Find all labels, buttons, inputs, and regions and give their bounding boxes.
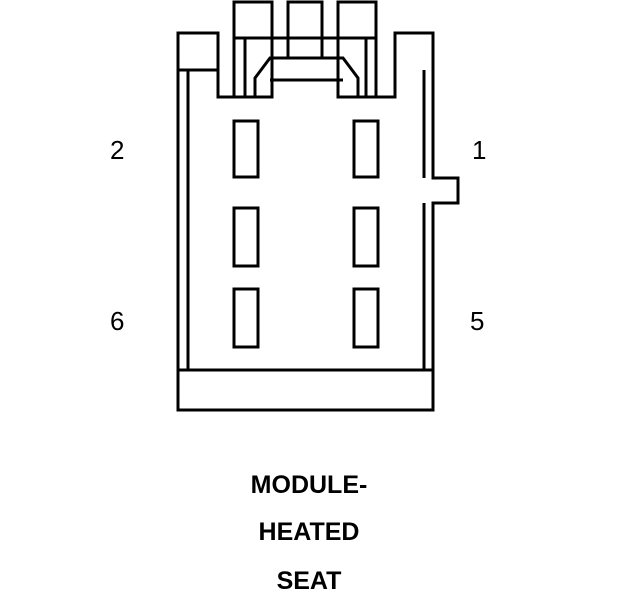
latch-tab-center: [286, 0, 324, 60]
latch-tab-left: [232, 0, 274, 99]
pin-label-2: 2: [110, 135, 124, 165]
pin-cavity-6: [232, 287, 260, 349]
caption-line-2: HEATED: [259, 518, 360, 546]
pin-cavity-middle-right: [352, 206, 380, 268]
pin-label-5: 5: [470, 306, 484, 336]
caption-line-1: MODULE-: [251, 471, 368, 499]
pin-cavity-1: [352, 119, 380, 179]
pin-label-6: 6: [110, 306, 124, 336]
pin-cavity-middle-left: [232, 206, 260, 268]
connector-body: [176, 0, 460, 412]
pin-cavity-5: [352, 287, 380, 349]
pin-cavity-2: [232, 119, 260, 179]
caption-line-3: SEAT: [277, 567, 342, 595]
pin-label-1: 1: [472, 135, 486, 165]
housing-outline: [176, 31, 460, 412]
latch-tab-right: [336, 0, 378, 99]
